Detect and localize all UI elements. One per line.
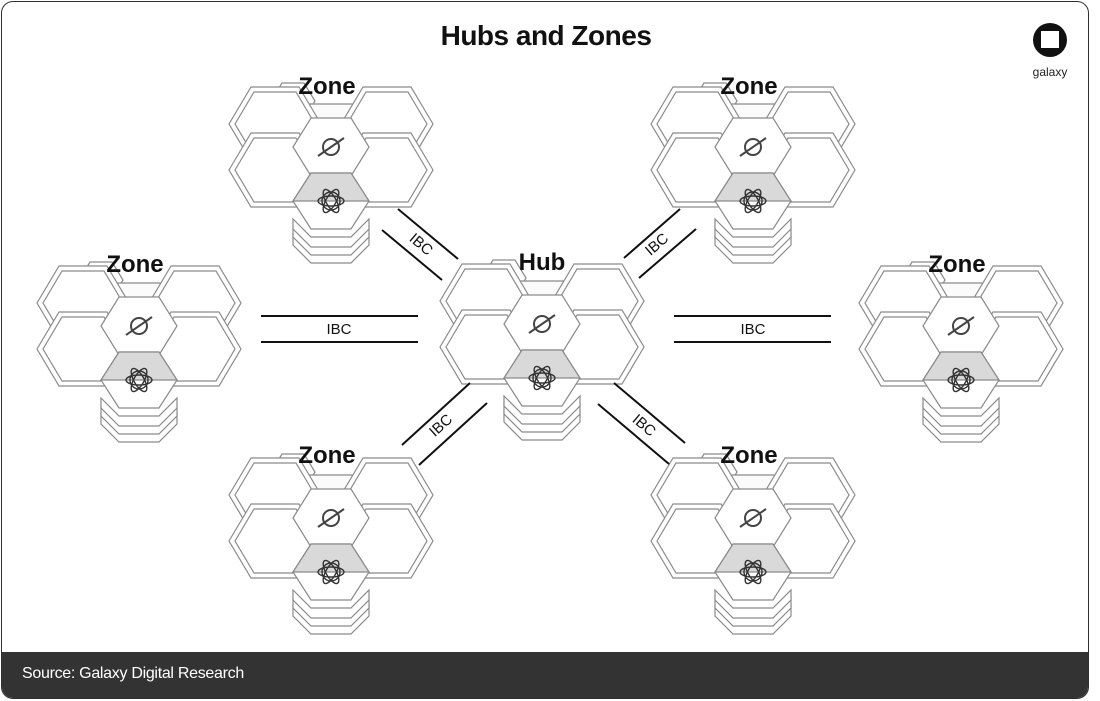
ibc-line-bottom-left-a [401,382,471,446]
ibc-line-bottom-right-a [613,382,686,444]
ibc-line-bottom-right-b [597,403,670,465]
ibc-line-top-left-b [381,229,443,281]
ibc-line-top-right-a [623,208,681,259]
zone-label-top-left: Zone [298,73,355,100]
hubs-zones-diagram: Zone Zone Zone Zone Hub Zone Zone IBC IB… [36,73,1064,635]
zone-top-right-cluster [650,82,856,264]
ibc-line-top-left-a [397,208,459,260]
ibc-connections [261,208,831,466]
zone-top-left-cluster [228,82,434,264]
ibc-line-bottom-left-b [418,402,488,466]
hub-label: Hub [519,249,566,276]
zone-label-top-right: Zone [720,73,777,100]
zone-label-left: Zone [106,251,163,278]
source-text: Source: Galaxy Digital Research [22,665,244,682]
galaxy-logo-icon [1033,23,1067,57]
figure-title: Hubs and Zones [440,20,652,51]
ibc-label-left: IBC [326,321,351,338]
ibc-line-top-right-b [638,228,697,279]
zone-label-bottom-left: Zone [298,442,355,469]
zone-bottom-right-cluster [650,453,856,635]
ibc-label-right: IBC [740,321,765,338]
zone-left-cluster [36,261,242,443]
source-footer: Source: Galaxy Digital Research [2,652,1088,698]
logo-text: galaxy [1032,65,1068,79]
hub-cluster [439,259,645,441]
zone-label-right: Zone [928,251,985,278]
zone-bottom-left-cluster [228,453,434,635]
zone-right-cluster [858,261,1064,443]
ibc-label-top-right: IBC [642,230,672,259]
zone-label-bottom-right: Zone [720,442,777,469]
ibc-label-bottom-right: IBC [629,411,659,440]
galaxy-logo: galaxy [1030,22,1070,79]
